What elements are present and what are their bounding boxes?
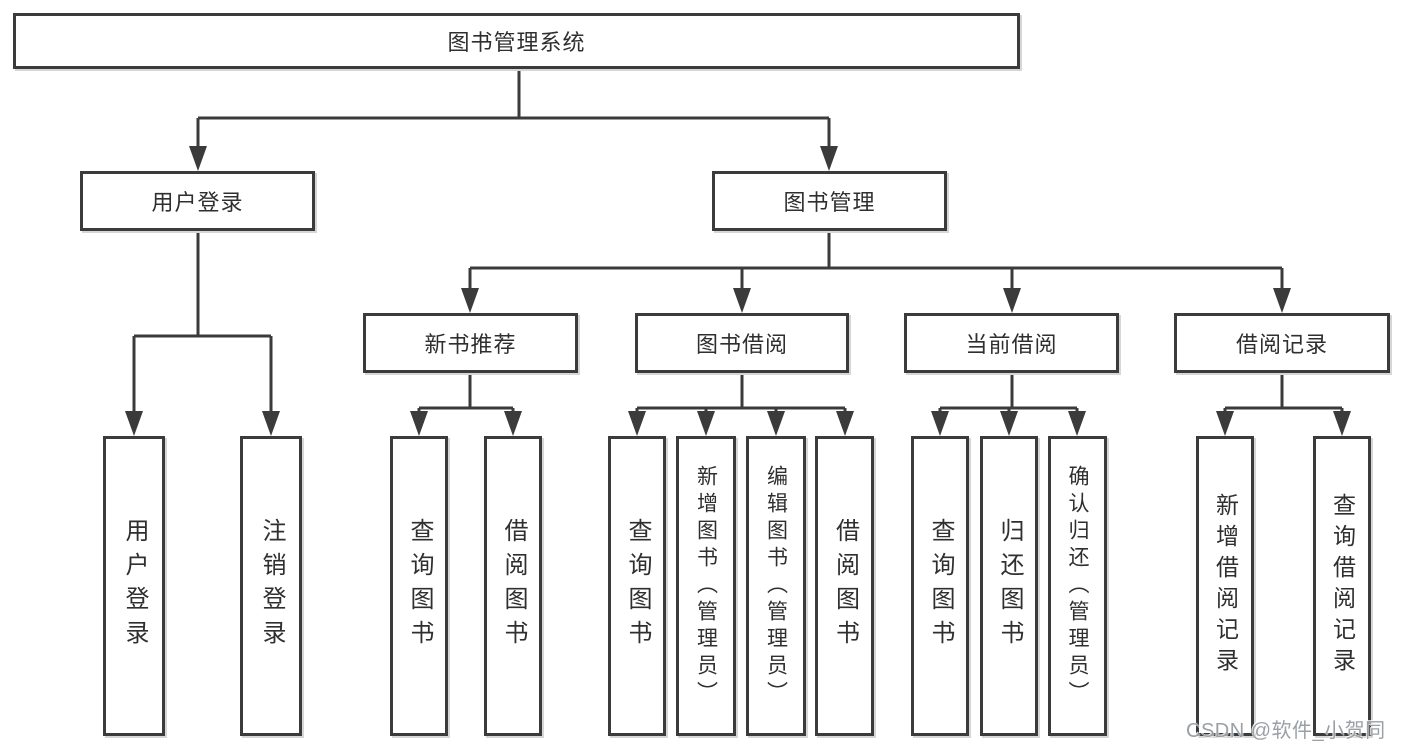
leaf-borrow-query-book: 查询图书 <box>608 436 666 736</box>
node-book-borrow: 图书借阅 <box>635 313 849 373</box>
node-new-book-recommend: 新书推荐 <box>363 313 578 373</box>
watermark-text: CSDN @软件_小贺同学 <box>1186 720 1386 742</box>
node-current-borrow: 当前借阅 <box>904 313 1119 373</box>
leaf-current-return-book: 归还图书 <box>980 436 1038 736</box>
leaf-borrow-edit-book-admin: 编辑图书（管理员） <box>746 436 806 736</box>
node-user-login: 用户登录 <box>80 171 315 231</box>
node-borrow-record: 借阅记录 <box>1174 313 1390 373</box>
leaf-recommend-query-book: 查询图书 <box>390 436 448 736</box>
node-book-management: 图书管理 <box>712 171 947 231</box>
leaf-logout: 注销登录 <box>240 436 302 736</box>
leaf-record-add-record: 新增借阅记录 <box>1196 436 1254 736</box>
leaf-recommend-borrow-book: 借阅图书 <box>484 436 542 736</box>
leaf-record-query-record: 查询借阅记录 <box>1313 436 1371 736</box>
leaf-user-login: 用户登录 <box>103 436 165 736</box>
node-library-system: 图书管理系统 <box>13 13 1020 69</box>
leaf-borrow-add-book-admin: 新增图书（管理员） <box>676 436 736 736</box>
leaf-current-query-book: 查询图书 <box>911 436 969 736</box>
leaf-borrow-borrow-book: 借阅图书 <box>815 436 874 736</box>
leaf-current-confirm-return-admin: 确认归还（管理员） <box>1048 436 1107 736</box>
